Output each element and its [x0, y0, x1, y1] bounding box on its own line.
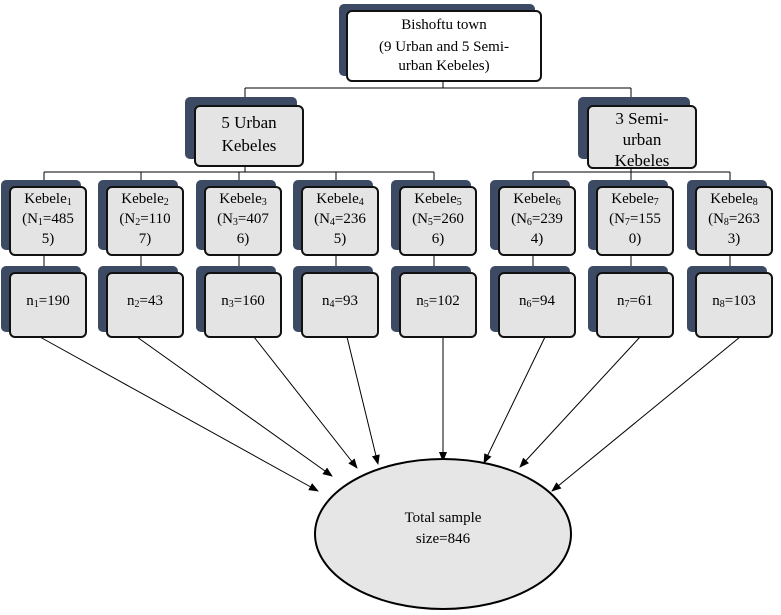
kebele-name: Kebele2 [121, 191, 169, 208]
total-sample-ellipse [314, 458, 572, 610]
root-subtitle-2: urban Kebeles) [398, 58, 490, 74]
semiurban-group-line-1: 3 Semi- [615, 109, 669, 128]
sample-node-6: n6=94 [490, 266, 578, 340]
sample-node-4: n4=93 [293, 266, 381, 340]
root-node: Bishoftu town (9 Urban and 5 Semi- urban… [339, 4, 545, 82]
sample-box: n5=102 [399, 272, 477, 338]
sample-size: n3=160 [221, 293, 265, 310]
kebele-name: Kebele8 [710, 191, 758, 208]
total-sample-label: Total sample size=846 [363, 508, 523, 550]
kebele-name: Kebele4 [316, 191, 364, 208]
semiurban-group-line-2: urban [622, 130, 662, 149]
kebele-population: (N7=155 [609, 211, 661, 228]
kebele-population-tail: 6) [236, 231, 250, 247]
arrow-7 [519, 336, 641, 468]
kebele-box: Kebele3 (N3=407 6) [204, 186, 282, 256]
root-title: Bishoftu town [401, 17, 487, 33]
sample-node-7: n7=61 [588, 266, 676, 340]
kebele-population-tail: 0) [628, 231, 642, 247]
kebele-population: (N5=260 [412, 211, 464, 228]
kebele-box: Kebele5 (N5=260 6) [399, 186, 477, 256]
sample-box: n3=160 [204, 272, 282, 338]
kebele-population: (N3=407 [217, 211, 269, 228]
kebele-name: Kebele1 [24, 191, 72, 208]
sample-node-1: n1=190 [1, 266, 89, 340]
sample-box: n7=61 [596, 272, 674, 338]
kebele-population-tail: 4) [530, 231, 544, 247]
kebele-name: Kebele5 [414, 191, 462, 208]
root-subtitle-1: (9 Urban and 5 Semi- [379, 39, 509, 55]
kebele-node-8: Kebele8 (N8=263 3) [687, 180, 775, 258]
kebele-population: (N1=485 [22, 211, 74, 228]
kebele-population-tail: 5) [333, 231, 347, 247]
sample-size: n8=103 [712, 293, 756, 310]
sample-size: n1=190 [26, 293, 70, 310]
kebele-population: (N8=263 [708, 211, 760, 228]
sample-box: n4=93 [301, 272, 379, 338]
sample-size: n4=93 [322, 293, 358, 310]
kebele-node-1: Kebele1 (N1=485 5) [1, 180, 89, 258]
kebele-box: Kebele6 (N6=239 4) [498, 186, 576, 256]
sample-box: n2=43 [106, 272, 184, 338]
arrow-3 [253, 336, 358, 469]
sample-size: n2=43 [127, 293, 163, 310]
kebele-node-6: Kebele6 (N6=239 4) [490, 180, 578, 258]
kebele-node-7: Kebele7 (N7=155 0) [588, 180, 676, 258]
sample-size: n7=61 [617, 293, 653, 310]
sample-box: n6=94 [498, 272, 576, 338]
sample-size: n5=102 [416, 293, 460, 310]
kebele-box: Kebele4 (N4=236 5) [301, 186, 379, 256]
kebele-population-tail: 3) [727, 231, 741, 247]
kebele-population: (N2=110 [119, 211, 171, 228]
sample-node-5: n5=102 [391, 266, 479, 340]
kebele-node-2: Kebele2 (N2=110 7) [98, 180, 186, 258]
root-box: Bishoftu town (9 Urban and 5 Semi- urban… [346, 10, 542, 82]
kebele-population: (N4=236 [314, 211, 366, 228]
semiurban-group-box: 3 Semi- urban Kebeles [587, 105, 697, 170]
total-sample-line-1: Total sample [404, 510, 482, 526]
kebele-name: Kebele3 [219, 191, 267, 208]
kebele-population: (N6=239 [511, 211, 563, 228]
semiurban-group-line-3: Kebeles [614, 151, 670, 170]
kebele-box: Kebele1 (N1=485 5) [9, 186, 87, 256]
urban-group-line-2: Kebeles [221, 136, 277, 155]
arrow-4 [346, 336, 380, 465]
sample-node-2: n2=43 [98, 266, 186, 340]
semiurban-group-node: 3 Semi- urban Kebeles [578, 97, 700, 170]
kebele-node-4: Kebele4 (N4=236 5) [293, 180, 381, 258]
kebele-name: Kebele6 [513, 191, 561, 208]
urban-group-node: 5 Urban Kebeles [185, 97, 307, 169]
kebele-population-tail: 6) [431, 231, 445, 247]
sample-node-3: n3=160 [196, 266, 284, 340]
urban-group-box: 5 Urban Kebeles [194, 105, 304, 167]
kebele-population-tail: 5) [41, 231, 55, 247]
arrow-2 [136, 336, 333, 477]
arrow-1 [39, 336, 319, 492]
sample-node-8: n8=103 [687, 266, 775, 340]
kebele-node-5: Kebele5 (N5=260 6) [391, 180, 479, 258]
kebele-population-tail: 7) [138, 231, 152, 247]
kebele-box: Kebele7 (N7=155 0) [596, 186, 674, 256]
sample-box: n1=190 [9, 272, 87, 338]
kebele-node-3: Kebele3 (N3=407 6) [196, 180, 284, 258]
sample-size: n6=94 [519, 293, 555, 310]
arrow-6 [483, 336, 546, 464]
kebele-name: Kebele7 [611, 191, 659, 208]
urban-group-line-1: 5 Urban [221, 113, 277, 132]
kebele-box: Kebele8 (N8=263 3) [695, 186, 773, 256]
kebele-box: Kebele2 (N2=110 7) [106, 186, 184, 256]
sample-box: n8=103 [695, 272, 773, 338]
arrow-8 [551, 336, 741, 492]
total-sample-line-2: size=846 [415, 531, 471, 547]
